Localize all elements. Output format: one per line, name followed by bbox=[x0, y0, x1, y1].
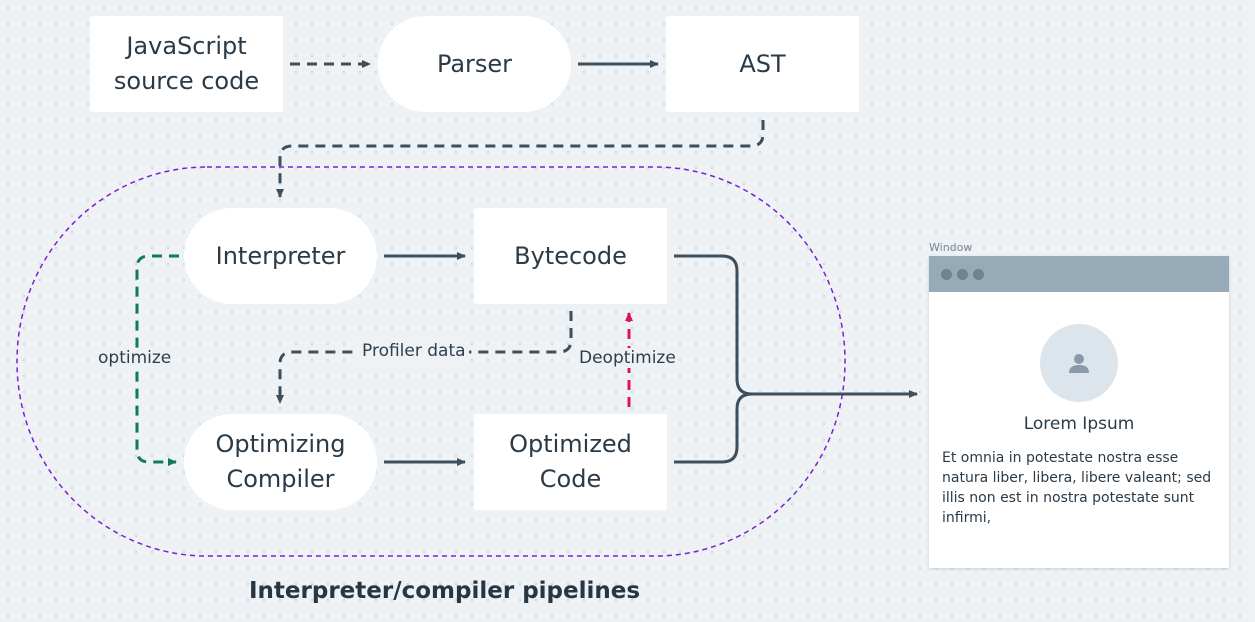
node-parser: Parser bbox=[378, 16, 571, 112]
window-body-text: Et omnia in potestate nostra esse natura… bbox=[942, 450, 1212, 526]
window-title-bar bbox=[929, 256, 1229, 292]
node-interpreter: Interpreter bbox=[184, 208, 377, 304]
node-javascript-source: JavaScript source code bbox=[90, 16, 283, 112]
window-dot-icon bbox=[957, 268, 968, 280]
window-title: Lorem Ipsum bbox=[1023, 414, 1135, 434]
browser-window: Lorem Ipsum Et omnia in potestate nostra… bbox=[929, 256, 1229, 568]
label-deoptimize: Deoptimize bbox=[576, 348, 679, 368]
window-dot-icon bbox=[941, 268, 952, 280]
window-dot-icon bbox=[973, 268, 984, 280]
window-caption: Window bbox=[929, 241, 973, 254]
edge-bytecode-to-window bbox=[674, 254, 753, 396]
user-icon bbox=[1069, 354, 1089, 373]
node-bytecode: Bytecode bbox=[474, 208, 667, 304]
label-optimize: optimize bbox=[95, 348, 175, 368]
group-caption: Interpreter/compiler pipelines bbox=[249, 578, 641, 604]
node-ast: AST bbox=[666, 16, 859, 112]
label-profiler-data: Profiler data bbox=[359, 341, 469, 361]
edge-optimized-to-window bbox=[674, 390, 918, 464]
edge-profiler-data bbox=[276, 311, 573, 404]
edge-ast-to-interpreter bbox=[276, 120, 765, 198]
pipeline-group-boundary bbox=[16, 166, 846, 557]
node-optimizing-compiler: Optimizing Compiler bbox=[184, 414, 377, 510]
avatar bbox=[1040, 324, 1118, 402]
node-optimized-code: Optimized Code bbox=[474, 414, 667, 510]
